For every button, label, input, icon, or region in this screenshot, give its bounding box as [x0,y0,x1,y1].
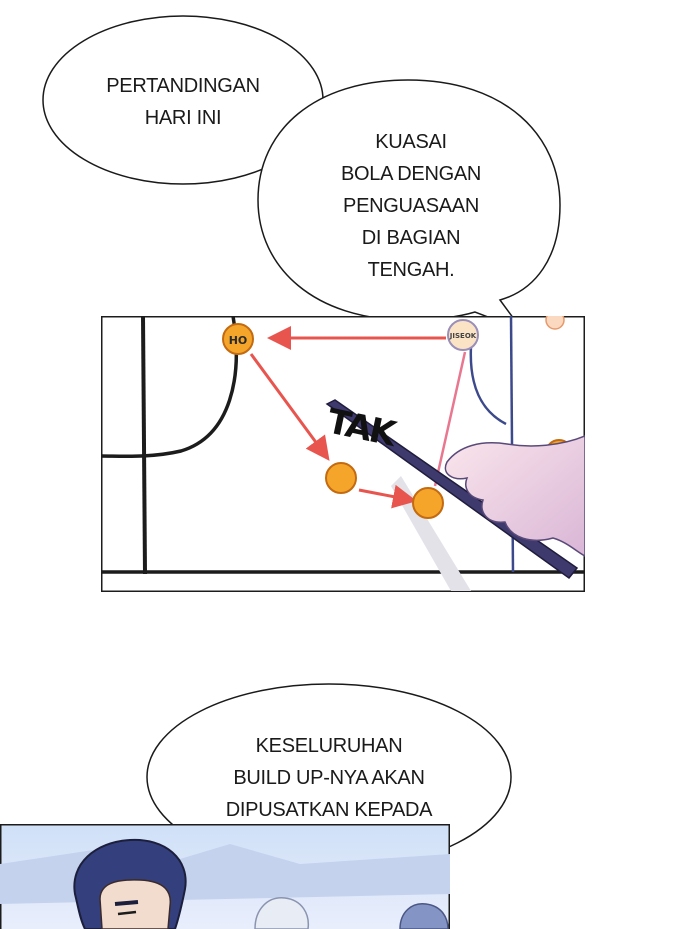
tactics-board-drawing: HO JISEOK [100,310,586,592]
blue-field-arc [469,345,507,426]
bottom-panel-characters [0,824,450,929]
player-label-ho: HO [229,334,248,347]
bubble-1-text: PERTANDINGAN HARI INI [106,75,260,129]
background-character-1 [254,897,310,929]
arrow-mid-to-right [358,484,417,509]
character-eye [117,910,137,916]
tactics-board-panel: HO JISEOK TAK [100,310,586,592]
player-marker-jiseok [447,319,479,351]
character-eyebrow [114,900,139,906]
player-marker-mid [325,462,357,494]
background-character-2 [399,903,449,929]
player-marker-top-right [545,310,565,330]
bottom-panel-art [0,824,450,929]
arrow-ho-to-mid [249,353,330,461]
character-face [99,879,172,929]
bubble-2-text: KUASAI BOLA DENGAN PENGUASAAN DI BAGIAN … [340,131,482,281]
hand [444,434,586,558]
player-marker-right [412,487,444,519]
penalty-arc [100,315,238,459]
field-line-vertical [141,315,147,575]
player-label-jiseok: JISEOK [449,332,477,340]
line-jiseok-down [433,351,467,487]
player-marker-ho [222,323,254,355]
